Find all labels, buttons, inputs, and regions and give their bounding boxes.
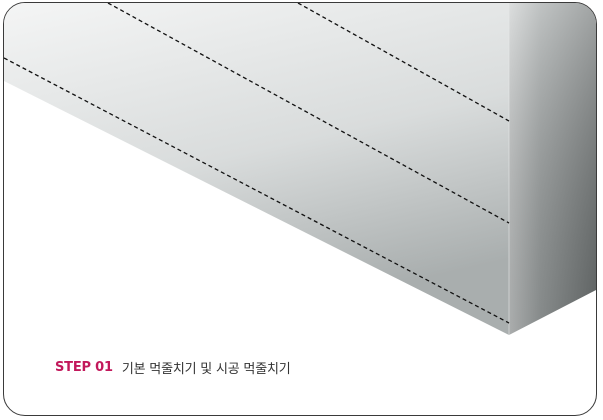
marking-line-1 [297,3,510,122]
step-title: 기본 먹줄치기 및 시공 먹줄치기 [121,361,291,377]
marking-line-2 [107,3,510,224]
wall-marking-illustration [4,3,596,335]
step-label: STEP 01 [55,359,113,375]
figure-caption: STEP 01 기본 먹줄치기 및 시공 먹줄치기 [55,357,291,377]
wall-front-face [4,3,509,335]
figure-frame: STEP 01 기본 먹줄치기 및 시공 먹줄치기 [3,2,597,416]
